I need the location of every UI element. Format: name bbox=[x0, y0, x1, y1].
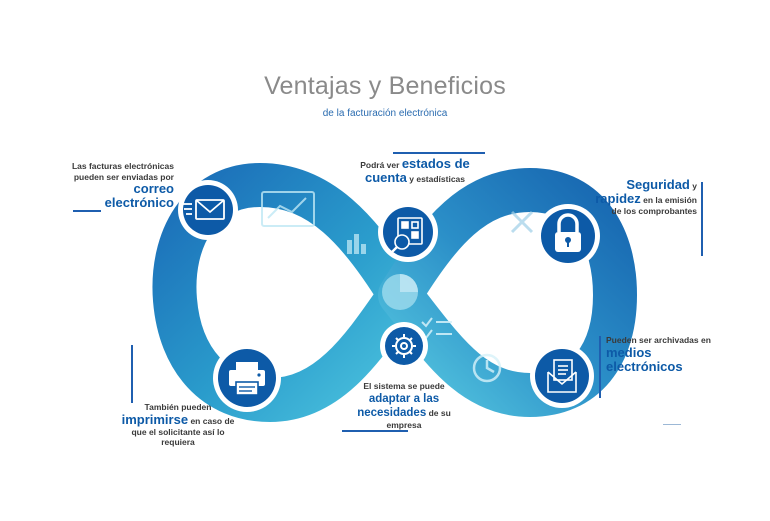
benefit-security: Seguridad y rapidez en la emisión de los… bbox=[585, 178, 697, 217]
benefit-email: Las facturas electrónicas pueden ser env… bbox=[62, 161, 174, 210]
magnifier-chart-icon bbox=[390, 217, 423, 254]
padlock-icon bbox=[555, 213, 581, 252]
benefit-email-highlight: correo electrónico bbox=[104, 181, 174, 210]
benefit-adapt-text-after: de su empresa bbox=[386, 407, 451, 430]
benefit-email-text: Las facturas electrónicas pueden ser env… bbox=[71, 161, 174, 182]
page-subtitle: de la facturación electrónica bbox=[322, 108, 448, 119]
page-title: Ventajas y Beneficios bbox=[264, 72, 506, 100]
benefit-statements-text-after: y estadísticas bbox=[409, 174, 466, 184]
decorative-bar-chart-icon bbox=[347, 234, 366, 254]
benefit-print: También pueden imprimirse en caso de que… bbox=[118, 402, 238, 448]
benefit-statements-text: Podrá ver bbox=[360, 160, 400, 170]
accent-line bbox=[599, 336, 601, 398]
decorative-tools-icon bbox=[510, 210, 534, 234]
accent-line bbox=[393, 152, 485, 154]
accent-line bbox=[663, 424, 681, 425]
gear-icon bbox=[392, 334, 416, 358]
benefit-print-text: También pueden bbox=[144, 402, 212, 412]
envelope-icon bbox=[182, 199, 225, 220]
statements-icon-badge bbox=[378, 202, 438, 262]
benefit-security-text: en la emisión de los comprobantes bbox=[611, 195, 698, 216]
accent-line bbox=[73, 210, 101, 212]
printer-icon bbox=[229, 362, 265, 396]
decorative-pie-chart-icon bbox=[382, 274, 418, 310]
loop-right-lobe bbox=[378, 168, 637, 417]
document-envelope-icon bbox=[547, 359, 577, 393]
accent-line bbox=[701, 182, 703, 256]
benefit-print-text-after: en caso de que el solicitante así lo req… bbox=[131, 415, 235, 448]
benefit-archive-highlight: medios electrónicos bbox=[606, 344, 683, 374]
adapt-icon-badge bbox=[380, 322, 428, 370]
benefit-archive: Pueden ser archivadas en medios electrón… bbox=[606, 335, 721, 374]
accent-line bbox=[342, 430, 408, 432]
benefit-statements: Podrá ver estados de cuenta y estadístic… bbox=[340, 157, 490, 185]
benefit-statements-highlight: estados de cuenta bbox=[364, 156, 470, 185]
decorative-line-chart-icon bbox=[261, 191, 315, 227]
benefit-archive-text: Pueden ser archivadas en bbox=[606, 335, 711, 345]
decorative-clock-icon bbox=[472, 353, 502, 383]
archive-icon-badge bbox=[530, 344, 594, 408]
benefit-adapt-text: El sistema se puede bbox=[363, 381, 445, 391]
benefit-adapt: El sistema se puede adaptar a las necesi… bbox=[345, 381, 463, 430]
benefit-security-mid: y bbox=[692, 181, 697, 191]
benefit-adapt-highlight: adaptar a las necesidades bbox=[357, 392, 440, 419]
accent-line bbox=[131, 345, 133, 403]
benefit-security-highlight-b: rapidez bbox=[595, 191, 641, 206]
benefit-print-highlight: imprimirse bbox=[121, 411, 189, 427]
benefit-security-highlight-a: Seguridad bbox=[626, 177, 690, 192]
loop-left-lobe bbox=[152, 163, 422, 422]
